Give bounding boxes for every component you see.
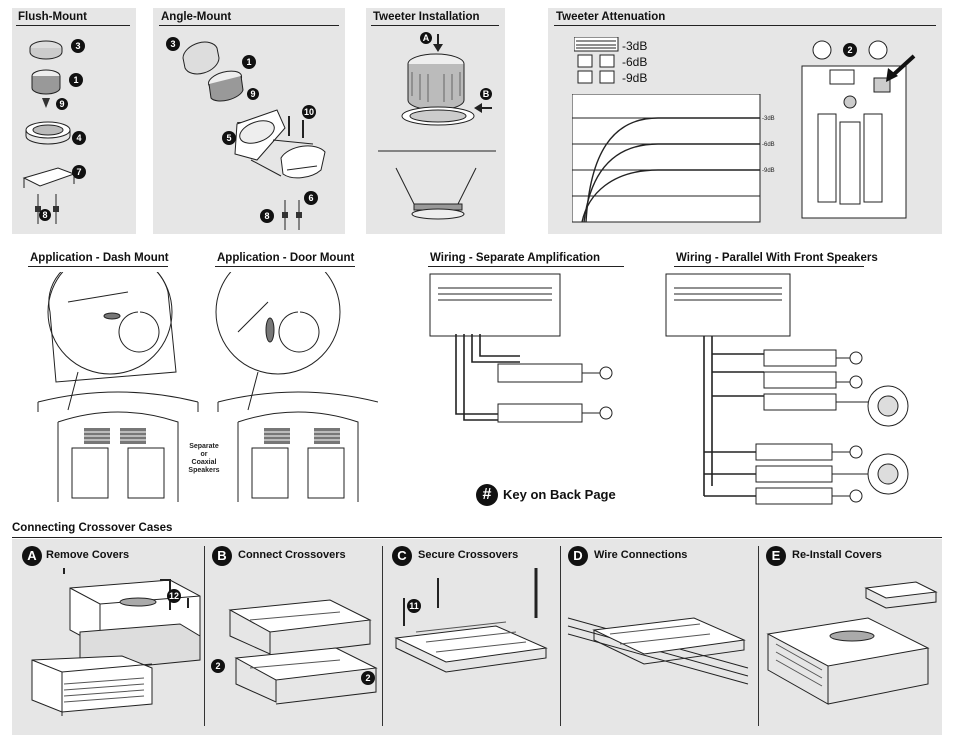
wiring-separate-diagram <box>429 273 613 423</box>
step-c-badge: C <box>392 546 412 566</box>
title-underline <box>674 266 864 267</box>
svg-text:10: 10 <box>304 107 314 117</box>
step-e-diagram <box>766 581 938 705</box>
callout-3: 3 <box>71 39 85 53</box>
callout-8: 8 <box>260 209 274 223</box>
step-e-badge: E <box>766 546 786 566</box>
step-divider <box>382 546 383 726</box>
callout-10: 10 <box>302 105 316 119</box>
svg-text:1: 1 <box>73 75 78 85</box>
section-underline <box>12 537 942 538</box>
svg-text:11: 11 <box>409 601 419 611</box>
svg-text:1: 1 <box>246 57 251 67</box>
svg-text:5: 5 <box>226 133 231 143</box>
svg-text:7: 7 <box>76 167 81 177</box>
title-underline <box>428 266 624 267</box>
callout-B: B <box>480 88 492 100</box>
crossover-board-diagram: 2 <box>801 40 916 219</box>
svg-text:8: 8 <box>42 210 47 220</box>
svg-text:A: A <box>423 33 430 43</box>
level-label-9db: -9dB <box>622 71 648 85</box>
callout-1: 1 <box>69 73 83 87</box>
step-d-diagram <box>567 617 749 685</box>
svg-text:2: 2 <box>215 661 220 671</box>
attenuation-graph: -3dB -6dB -9dB <box>572 94 775 223</box>
title-underline <box>371 25 499 26</box>
svg-text:2: 2 <box>365 673 370 683</box>
svg-text:3: 3 <box>75 41 80 51</box>
callout-11: 11 <box>407 599 421 613</box>
angle-mount-diagram: 3 1 9 5 10 6 8 <box>166 37 326 230</box>
angle-mount-title: Angle-Mount <box>161 11 232 23</box>
callout-2: 2 <box>843 43 857 57</box>
flush-mount-title: Flush-Mount <box>18 11 87 23</box>
callout-12: 12 <box>167 589 181 603</box>
callout-5: 5 <box>222 131 236 145</box>
callout-9: 9 <box>56 98 68 110</box>
svg-text:8: 8 <box>264 211 269 221</box>
door-mount-title: Application - Door Mount <box>217 252 355 264</box>
title-underline <box>28 266 168 267</box>
svg-text:3: 3 <box>170 39 175 49</box>
title-underline <box>16 25 130 26</box>
level-label-3db: -3dB <box>622 39 648 53</box>
callout-8: 8 <box>39 209 51 221</box>
step-e-label: Re-Install Covers <box>792 549 882 561</box>
svg-text:-3dB: -3dB <box>762 116 775 122</box>
step-d-label: Wire Connections <box>594 549 688 561</box>
callout-3: 3 <box>166 37 180 51</box>
step-b-diagram: 2 2 <box>211 599 378 705</box>
wiring-parallel-title: Wiring - Parallel With Front Speakers <box>676 252 878 264</box>
svg-text:9: 9 <box>250 89 255 99</box>
step-divider <box>758 546 759 726</box>
step-c-diagram: 11 <box>394 568 548 673</box>
key-hash-icon: # <box>476 484 498 506</box>
svg-text:Coaxial: Coaxial <box>192 459 217 466</box>
key-note: Key on Back Page <box>503 487 616 502</box>
svg-text:9: 9 <box>59 99 64 109</box>
svg-text:Separate: Separate <box>189 443 219 450</box>
svg-text:6: 6 <box>308 193 313 203</box>
dash-mount-title: Application - Dash Mount <box>30 252 169 264</box>
wiring-parallel-diagram <box>665 273 909 505</box>
step-a-label: Remove Covers <box>46 549 130 561</box>
svg-text:-6dB: -6dB <box>762 142 775 148</box>
level-label-6db: -6dB <box>622 55 648 69</box>
callout-7: 7 <box>72 165 86 179</box>
step-a-badge: A <box>22 546 42 566</box>
callout-4: 4 <box>72 131 86 145</box>
step-b-label: Connect Crossovers <box>238 549 346 561</box>
callout-1: 1 <box>242 55 256 69</box>
step-a-diagram: 13 12 <box>31 568 201 716</box>
svg-text:B: B <box>483 89 490 99</box>
tweeter-installation-title: Tweeter Installation <box>373 11 480 23</box>
tweeter-attenuation-title: Tweeter Attenuation <box>556 11 666 23</box>
flush-mount-diagram: 3 1 9 4 7 8 <box>22 39 86 224</box>
svg-text:-9dB: -9dB <box>762 168 775 174</box>
step-b-badge: B <box>212 546 232 566</box>
step-divider <box>560 546 561 726</box>
title-underline <box>554 25 936 26</box>
title-underline <box>215 266 355 267</box>
callout-A: A <box>420 32 432 44</box>
crossover-section-title: Connecting Crossover Cases <box>12 522 173 534</box>
tweeter-installation-diagram: A B <box>378 32 496 220</box>
svg-text:2: 2 <box>847 45 852 55</box>
step-d-badge: D <box>568 546 588 566</box>
title-underline <box>159 25 339 26</box>
callout-9: 9 <box>247 88 259 100</box>
callout-2: 2 <box>361 671 375 685</box>
svg-text:12: 12 <box>169 591 179 601</box>
step-c-label: Secure Crossovers <box>418 549 519 561</box>
svg-text:Speakers: Speakers <box>188 467 219 474</box>
callout-2: 2 <box>211 659 225 673</box>
svg-text:or: or <box>201 451 208 458</box>
application-car-diagram: Separate or Coaxial Speakers <box>37 272 378 502</box>
step-divider <box>204 546 205 726</box>
wiring-separate-title: Wiring - Separate Amplification <box>430 252 601 264</box>
svg-text:4: 4 <box>76 133 81 143</box>
callout-6: 6 <box>304 191 318 205</box>
jumper-icons <box>574 37 619 84</box>
